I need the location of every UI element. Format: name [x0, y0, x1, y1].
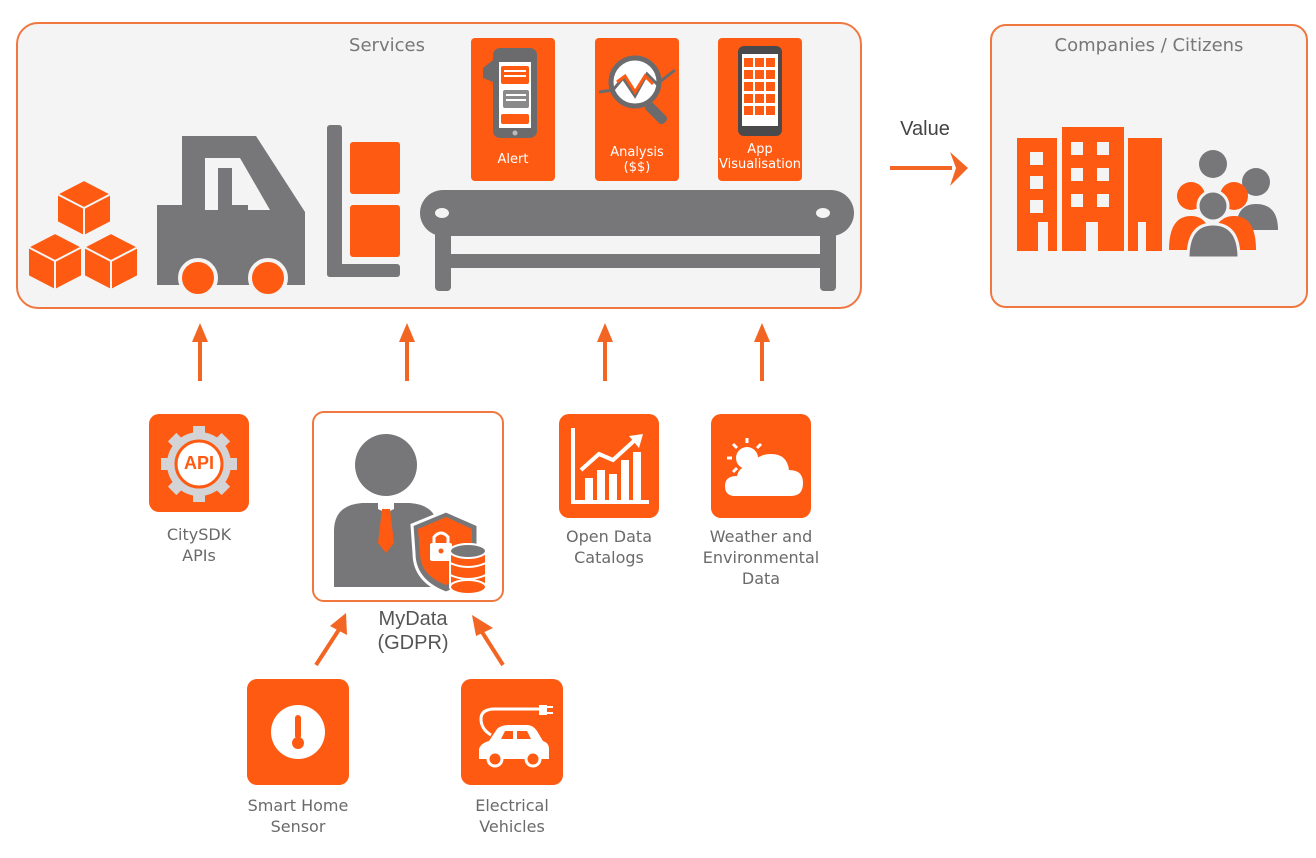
- api-gear-icon: [161, 426, 237, 502]
- alert-label: Alert: [497, 152, 529, 167]
- smart-home-caption-line1: Smart Home: [247, 796, 349, 815]
- visualisation-service-card[interactable]: App Visualisation: [718, 38, 802, 181]
- smart-home-caption-line2: Sensor: [270, 817, 326, 836]
- value-label: Value: [900, 118, 950, 140]
- open-data-tile[interactable]: [559, 414, 659, 518]
- cubes-icon: [27, 178, 139, 292]
- mobile-alert-icon: [483, 48, 537, 138]
- visualisation-label-line2: Visualisation: [718, 157, 802, 172]
- open-data-caption-line1: Open Data: [565, 527, 653, 546]
- citysdk-caption-line2: APIs: [182, 546, 216, 565]
- analysis-label-line1: Analysis: [610, 145, 664, 160]
- mydata-box[interactable]: [312, 411, 504, 602]
- weather-caption: Weather and Environmental Data: [691, 526, 831, 589]
- mydata-caption-line2: (GDPR): [377, 632, 449, 654]
- ev-caption-line2: Vehicles: [479, 817, 545, 836]
- alert-service-card[interactable]: Alert: [471, 38, 555, 181]
- thermometer-icon: [271, 705, 325, 759]
- citysdk-caption: CitySDK APIs: [129, 524, 269, 566]
- mydata-caption-line1: MyData: [378, 608, 448, 630]
- services-title: Services: [349, 35, 425, 56]
- people-group-icon: [1169, 150, 1278, 260]
- ev-tile[interactable]: [461, 679, 563, 785]
- magnifier-analysis-icon: [598, 55, 676, 125]
- companies-title: Companies / Citizens: [1054, 35, 1244, 56]
- weather-tile[interactable]: [711, 414, 811, 518]
- electric-car-icon: [479, 705, 553, 768]
- citysdk-caption-line1: CitySDK: [166, 525, 232, 544]
- analysis-service-card[interactable]: Analysis ($$): [595, 38, 679, 181]
- pallet-boxes-icon: [327, 125, 400, 277]
- weather-caption-line1: Weather and: [709, 527, 813, 546]
- mydata-input-arrows: [314, 613, 505, 667]
- mydata-caption: MyData (GDPR): [333, 607, 493, 655]
- sun-cloud-icon: [725, 438, 803, 496]
- open-data-caption: Open Data Catalogs: [539, 526, 679, 568]
- smart-home-caption: Smart Home Sensor: [228, 795, 368, 837]
- tablet-app-icon: [738, 46, 782, 136]
- analysis-label-line2: ($$): [623, 160, 651, 175]
- smart-home-tile[interactable]: [247, 679, 349, 785]
- forklift-icon: [157, 136, 305, 298]
- value-arrow: [890, 152, 968, 186]
- person-shield-database-icon: [334, 434, 487, 595]
- growth-chart-icon: [571, 428, 649, 504]
- conveyor-belt-icon: [420, 190, 854, 291]
- source-arrows: [192, 323, 770, 381]
- api-badge-text: API: [183, 453, 214, 473]
- building-icon: [1017, 127, 1162, 251]
- open-data-caption-line2: Catalogs: [574, 548, 644, 567]
- ev-caption: Electrical Vehicles: [442, 795, 582, 837]
- weather-caption-line3: Data: [741, 569, 781, 588]
- weather-caption-line2: Environmental: [702, 548, 820, 567]
- visualisation-label-line1: App: [747, 142, 773, 157]
- citysdk-tile[interactable]: API: [149, 414, 249, 512]
- ev-caption-line1: Electrical: [475, 796, 549, 815]
